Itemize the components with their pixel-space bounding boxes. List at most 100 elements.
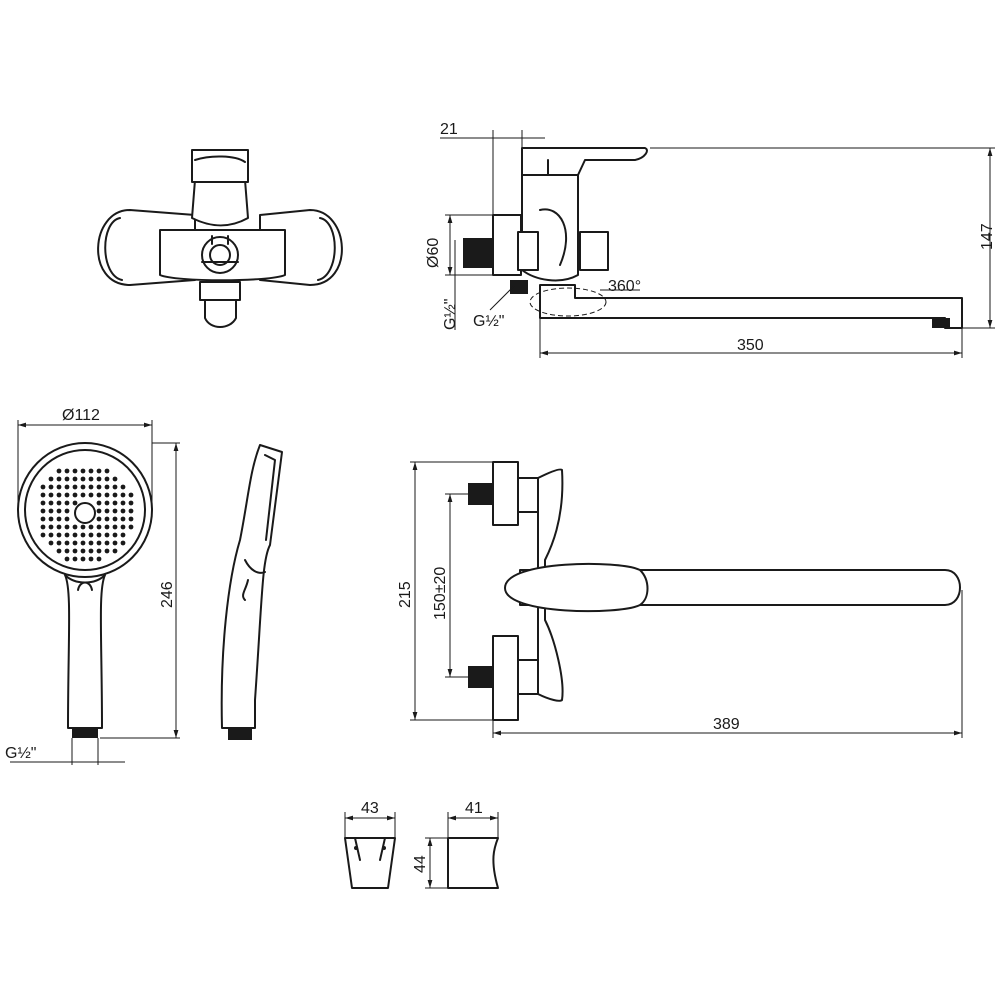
nozzle-dot (72, 468, 78, 474)
nozzle-dot (56, 500, 62, 506)
nozzle-dot (96, 476, 102, 482)
nozzle-dot (96, 540, 102, 546)
nozzle-dot (48, 524, 54, 530)
nozzle-dot (104, 524, 110, 530)
nozzle-dot (56, 508, 62, 514)
nozzle-dot (120, 540, 126, 546)
nozzle-dot (96, 508, 102, 514)
nozzle-dot (88, 468, 94, 474)
nozzle-dot (112, 508, 118, 514)
top-view-dimensions (410, 461, 963, 738)
nozzle-dot (40, 484, 46, 490)
nozzle-dot (96, 556, 102, 562)
mixer-front-view (97, 149, 343, 328)
nozzle-dot (80, 484, 86, 490)
nozzle-dot (128, 524, 134, 530)
nozzle-dot (112, 548, 118, 554)
nozzle-dot (96, 532, 102, 538)
nozzle-dot (56, 476, 62, 482)
nozzle-dot (88, 548, 94, 554)
nozzle-dot (112, 500, 118, 506)
nozzle-dot (104, 468, 110, 474)
nozzle-dot (48, 500, 54, 506)
nozzle-dot (104, 500, 110, 506)
nozzle-dot (104, 540, 110, 546)
mixer-side-view (463, 147, 963, 329)
nozzle-dot (48, 532, 54, 538)
nozzle-dot (72, 524, 78, 530)
nozzle-dot (96, 492, 102, 498)
nozzle-dot (88, 484, 94, 490)
nozzle-dot (40, 524, 46, 530)
nozzle-dot (120, 524, 126, 530)
dim-shower-connection: G½" (5, 745, 36, 762)
nozzle-dot (80, 492, 86, 498)
nozzle-dot (48, 476, 54, 482)
nozzle-dot (104, 484, 110, 490)
mixer-top-view (468, 461, 961, 721)
nozzle-dot (120, 532, 126, 538)
nozzle-dot (40, 532, 46, 538)
holder-front-view (344, 837, 396, 889)
nozzle-dot (64, 516, 70, 522)
dim-holder-side-width: 41 (465, 800, 483, 817)
dim-connection-left: G½" (442, 299, 459, 330)
nozzle-dot (56, 492, 62, 498)
nozzle-dot (56, 516, 62, 522)
nozzle-dot (80, 524, 86, 530)
nozzle-dot (112, 540, 118, 546)
nozzle-dot (104, 492, 110, 498)
nozzle-dot (72, 492, 78, 498)
nozzle-dot (96, 524, 102, 530)
nozzle-dot (64, 524, 70, 530)
nozzle-dot (96, 516, 102, 522)
nozzle-dot (48, 516, 54, 522)
nozzle-dot (128, 492, 134, 498)
nozzle-dot (96, 468, 102, 474)
dim-top-length: 389 (713, 716, 740, 733)
nozzle-dot (64, 484, 70, 490)
nozzle-dot (120, 508, 126, 514)
shower-head-front (17, 442, 153, 738)
nozzle-dot (72, 556, 78, 562)
dim-top-centers: 150±20 (432, 567, 449, 620)
nozzle-dot (56, 468, 62, 474)
nozzle-dot (80, 540, 86, 546)
nozzle-dot (120, 500, 126, 506)
nozzle-dot (120, 516, 126, 522)
shower-head-side (220, 444, 283, 740)
nozzle-dot (72, 540, 78, 546)
nozzle-dot (72, 532, 78, 538)
holder-dimensions (344, 812, 499, 889)
nozzle-dot (72, 476, 78, 482)
nozzle-dot (112, 516, 118, 522)
nozzle-dot (72, 500, 78, 506)
nozzle-dot (64, 500, 70, 506)
nozzle-dot (128, 508, 134, 514)
dim-side-height: 147 (979, 223, 996, 250)
dim-body-diameter: Ø60 (425, 238, 442, 268)
nozzle-dot (128, 516, 134, 522)
nozzle-dot (56, 524, 62, 530)
nozzle-dot (56, 484, 62, 490)
nozzle-dot (72, 484, 78, 490)
nozzle-dot (96, 484, 102, 490)
dim-shower-diameter: Ø112 (62, 407, 100, 424)
nozzle-dot (120, 484, 126, 490)
dim-shower-length: 246 (159, 581, 176, 608)
nozzle-pattern (40, 468, 134, 562)
nozzle-dot (64, 476, 70, 482)
nozzle-dot (88, 532, 94, 538)
nozzle-dot (128, 500, 134, 506)
nozzle-dot (88, 556, 94, 562)
nozzle-dot (120, 492, 126, 498)
nozzle-dot (112, 492, 118, 498)
nozzle-dot (112, 532, 118, 538)
nozzle-dot (48, 508, 54, 514)
nozzle-dot (80, 468, 86, 474)
nozzle-dot (72, 548, 78, 554)
nozzle-dot (64, 540, 70, 546)
nozzle-dot (80, 548, 86, 554)
dim-spout-length: 350 (737, 337, 764, 354)
